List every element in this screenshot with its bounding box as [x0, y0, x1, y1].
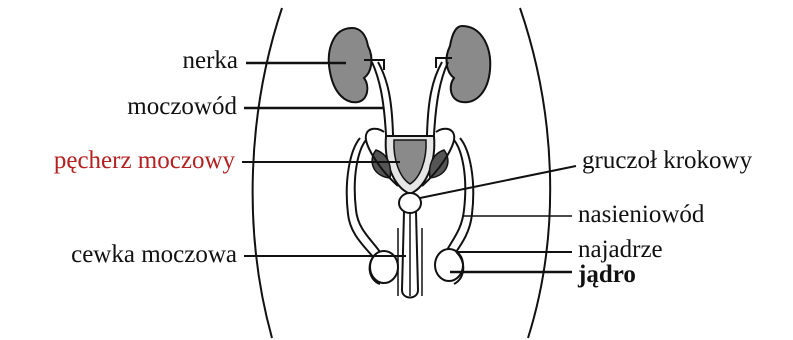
- label-moczowod: moczowód: [127, 94, 237, 119]
- body-outline-left: [253, 8, 282, 338]
- vas-deferens-right-outer: [452, 138, 473, 258]
- kidney-right: [447, 26, 491, 102]
- label-gruczol-krokowy: gruczoł krokowy: [582, 148, 752, 173]
- label-nerka: nerka: [182, 48, 238, 73]
- label-pecherz-moczowy: pęcherz moczowy: [54, 148, 235, 173]
- label-cewka-moczowa: cewka moczowa: [71, 242, 237, 267]
- prostate: [399, 193, 421, 213]
- label-najadrze: najadrze: [578, 237, 663, 262]
- label-nasieniowod: nasieniowód: [578, 202, 704, 227]
- kidney-left: [329, 28, 372, 102]
- label-jadro: jądro: [578, 262, 636, 287]
